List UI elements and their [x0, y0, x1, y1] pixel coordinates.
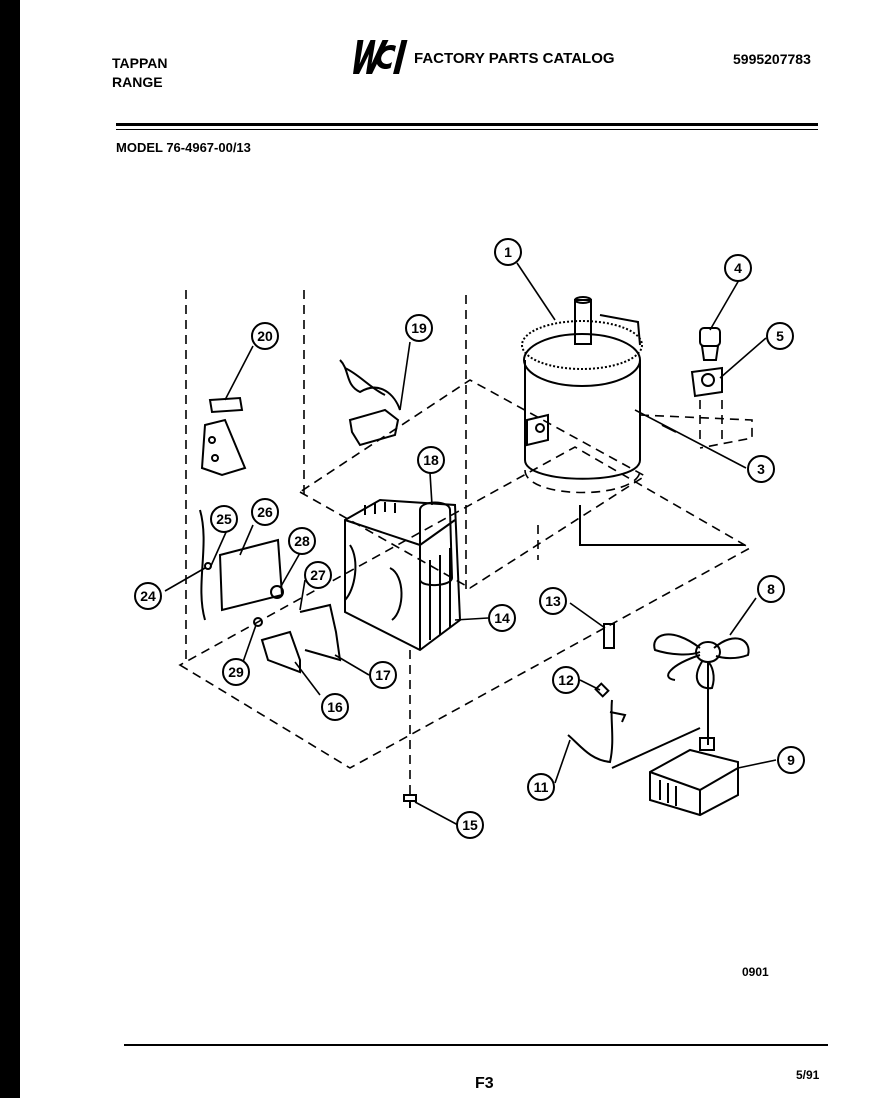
- callout-4: 4: [724, 254, 752, 282]
- upper-outline: [298, 379, 647, 589]
- callout-label: 8: [767, 581, 775, 597]
- figure-code: 0901: [742, 965, 769, 979]
- callout-circle: [288, 527, 316, 555]
- callout-label: 11: [534, 779, 549, 795]
- callout-label: 14: [494, 610, 510, 626]
- callout-circle: [747, 455, 775, 483]
- scan-edge-bar: [0, 0, 20, 1098]
- callout-label: 18: [423, 452, 439, 468]
- callout-26: 26: [251, 498, 279, 526]
- callout-24: 24: [134, 582, 162, 610]
- leader-lines: [164, 262, 777, 826]
- callout-circle: [134, 582, 162, 610]
- callout-28: 28: [288, 527, 316, 555]
- callout-18: 18: [417, 446, 445, 474]
- callout-circle: [488, 604, 516, 632]
- callout-circle: [405, 314, 433, 342]
- callout-circle: [222, 658, 250, 686]
- model-number: MODEL 76-4967-00/13: [116, 140, 251, 155]
- callout-label: 25: [216, 511, 232, 527]
- callout-label: 4: [734, 260, 742, 276]
- callout-circle: [304, 561, 332, 589]
- capacitor-part: [419, 501, 454, 586]
- callout-circle: [777, 746, 805, 774]
- revision-date: 5/91: [796, 1068, 820, 1082]
- callout-16: 16: [321, 693, 349, 721]
- callout-label: 12: [558, 672, 574, 688]
- callout-8: 8: [757, 575, 785, 603]
- callout-label: 28: [294, 533, 310, 549]
- screw-part: [403, 794, 417, 808]
- callout-circle: [494, 238, 522, 266]
- callout-circle: [527, 773, 555, 801]
- callout-3: 3: [747, 455, 775, 483]
- callout-label: 1: [504, 244, 512, 260]
- callout-15: 15: [456, 811, 484, 839]
- callout-circle: [757, 575, 785, 603]
- brand-line-1: TAPPAN: [112, 55, 168, 71]
- callout-label: 3: [757, 461, 765, 477]
- fan-motor-part: [649, 737, 739, 817]
- callout-circle: [251, 498, 279, 526]
- callout-12: 12: [552, 666, 580, 694]
- callout-label: 27: [310, 567, 326, 583]
- catalog-title: FACTORY PARTS CATALOG: [414, 50, 615, 67]
- callout-19: 19: [405, 314, 433, 342]
- callout-circle: [417, 446, 445, 474]
- header-rule: [116, 123, 818, 126]
- callout-13: 13: [539, 587, 567, 615]
- fan-blade-part: [653, 633, 750, 745]
- callout-label: 24: [140, 588, 156, 604]
- callout-label: 13: [545, 593, 561, 609]
- callout-11: 11: [527, 773, 555, 801]
- callout-circle: [766, 322, 794, 350]
- callout-1: 1: [494, 238, 522, 266]
- callout-5: 5: [766, 322, 794, 350]
- callout-label: 20: [257, 328, 273, 344]
- callout-circle: [724, 254, 752, 282]
- relay-block-part: [344, 498, 462, 652]
- callout-label: 17: [375, 667, 391, 683]
- callout-circle: [552, 666, 580, 694]
- brand-label: TAPPAN RANGE: [112, 54, 167, 92]
- callout-circle: [251, 322, 279, 350]
- bracket-part: [200, 396, 247, 477]
- callout-label: 9: [787, 752, 795, 768]
- callout-label: 15: [462, 817, 478, 833]
- callout-label: 26: [257, 504, 273, 520]
- harness-part: [339, 359, 401, 447]
- header-rule-thin: [116, 129, 818, 130]
- motor-base-dash: [524, 469, 641, 494]
- callout-9: 9: [777, 746, 805, 774]
- callout-label: 16: [327, 699, 343, 715]
- callout-17: 17: [369, 661, 397, 689]
- callout-20: 20: [251, 322, 279, 350]
- footer-rule: [124, 1044, 828, 1046]
- brand-line-2: RANGE: [112, 74, 163, 90]
- callout-25: 25: [210, 505, 238, 533]
- knob-guides: [699, 400, 723, 440]
- callout-29: 29: [222, 658, 250, 686]
- callout-label: 19: [411, 320, 427, 336]
- callout-circle: [369, 661, 397, 689]
- callout-27: 27: [304, 561, 332, 589]
- catalog-part-number: 5995207783: [733, 51, 811, 67]
- callout-label: 29: [228, 664, 244, 680]
- motor-part: [521, 296, 643, 480]
- callout-circle: [456, 811, 484, 839]
- callout-label: 5: [776, 328, 784, 344]
- control-board-part: [199, 509, 342, 674]
- callout-circle: [321, 693, 349, 721]
- callout-circle: [210, 505, 238, 533]
- bracket-dash: [639, 414, 753, 449]
- callout-circle: [539, 587, 567, 615]
- small-parts: [567, 505, 745, 769]
- callout-14: 14: [488, 604, 516, 632]
- base-outline: [178, 446, 752, 769]
- wci-logo: [353, 40, 408, 74]
- page-code: F3: [475, 1075, 494, 1092]
